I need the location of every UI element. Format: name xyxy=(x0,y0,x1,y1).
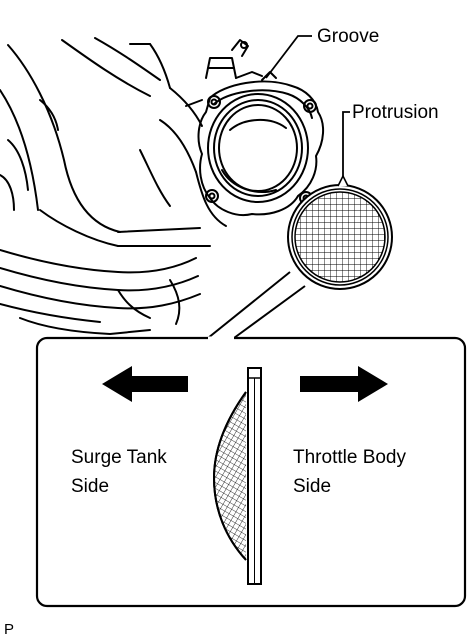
protrusion-label: Protrusion xyxy=(352,102,439,123)
surge-tank-side-label-line1: Surge Tank xyxy=(71,447,167,468)
arrow-left-icon xyxy=(102,366,188,402)
callout-leaders xyxy=(265,35,350,178)
throttle-body-side-label-line2: Side xyxy=(293,476,331,497)
figure-code: P xyxy=(4,621,14,638)
groove-leader xyxy=(265,35,312,79)
intake-manifold-drawing xyxy=(0,37,324,335)
gasket-screen-drawing xyxy=(287,174,393,290)
throttle-body-side-label-line1: Throttle Body xyxy=(293,447,406,468)
zoom-connector xyxy=(207,271,306,339)
surge-tank-side-label-line2: Side xyxy=(71,476,109,497)
groove-label: Groove xyxy=(317,26,379,47)
protrusion-leader xyxy=(342,111,350,178)
arrow-right-icon xyxy=(300,366,388,402)
